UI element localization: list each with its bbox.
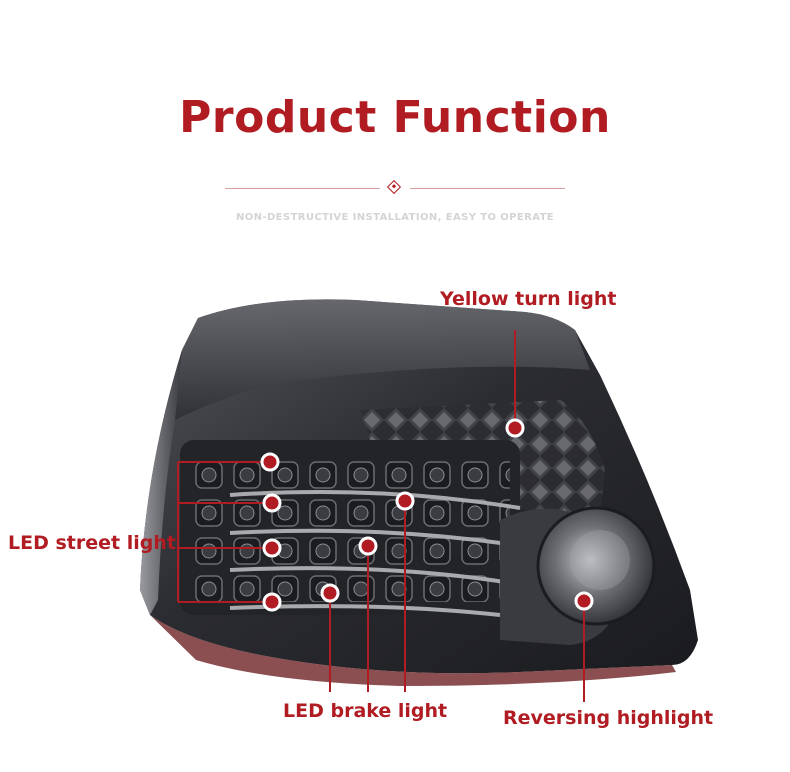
marker-reversing bbox=[574, 591, 594, 611]
label-led-street-light: LED street light bbox=[8, 532, 176, 554]
marker-brake-2 bbox=[358, 536, 378, 556]
page-title: Product Function bbox=[179, 92, 611, 143]
label-yellow-turn-light: Yellow turn light bbox=[440, 288, 617, 310]
marker-yellow-turn bbox=[505, 418, 525, 438]
divider-left bbox=[225, 188, 380, 189]
label-reversing-highlight: Reversing highlight bbox=[503, 707, 714, 729]
marker-street-2 bbox=[262, 493, 282, 513]
divider-right bbox=[410, 188, 565, 189]
marker-street-4 bbox=[262, 592, 282, 612]
marker-street-3 bbox=[262, 538, 282, 558]
page-subtitle: NON-DESTRUCTIVE INSTALLATION, EASY TO OP… bbox=[235, 212, 555, 223]
label-led-brake-light: LED brake light bbox=[283, 700, 448, 722]
marker-brake-3 bbox=[395, 491, 415, 511]
marker-street-1 bbox=[260, 452, 280, 472]
marker-brake-1 bbox=[320, 583, 340, 603]
